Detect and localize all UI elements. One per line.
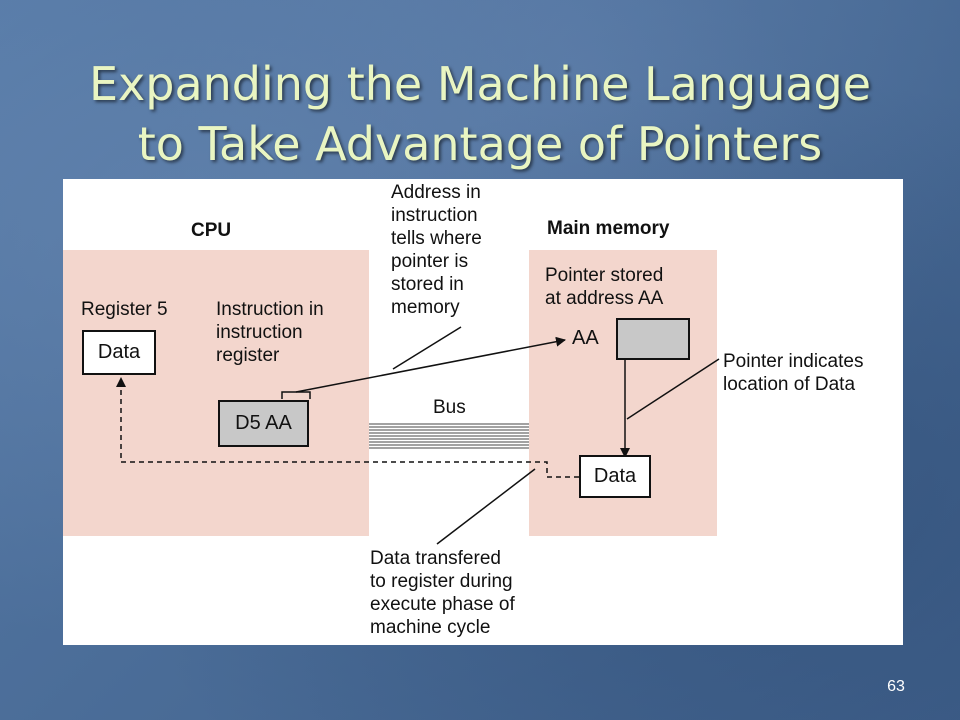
pointer-callout-line (626, 358, 720, 420)
register-5-box: Data (82, 330, 156, 375)
address-callout: Address in instruction tells where point… (391, 182, 482, 318)
instruction-register-box: D5 AA (218, 400, 309, 447)
slide-title-line-1: Expanding the Machine Language (88, 57, 872, 111)
main-memory-heading: Main memory (547, 218, 670, 239)
slide-number: 63 (887, 678, 905, 695)
bus-lines (369, 423, 529, 449)
address-callout-line (392, 326, 462, 370)
pointer-diagram: CPU Main memory Register 5 Data Instruct… (63, 179, 903, 645)
instruction-label: Instruction in instruction register (216, 299, 324, 366)
bus-label: Bus (433, 397, 466, 418)
memory-data-box: Data (579, 455, 651, 498)
diagram-connectors (116, 326, 720, 545)
transfer-path (116, 377, 579, 478)
transfer-callout: Data transfered to register during execu… (370, 548, 515, 638)
pointer-stored-label: Pointer stored at address AA (545, 265, 664, 309)
cpu-panel (63, 250, 369, 536)
address-field-bracket (281, 391, 311, 399)
slide-title: Expanding the Machine Language to Take A… (0, 54, 960, 174)
register-label: Register 5 (81, 299, 168, 320)
pointer-callout: Pointer indicates location of Data (723, 351, 864, 395)
cpu-heading: CPU (191, 220, 232, 241)
transfer-callout-line (436, 468, 536, 545)
pointer-cell (616, 318, 690, 360)
slide-title-line-2: to Take Advantage of Pointers (137, 117, 823, 171)
address-arrow (295, 336, 566, 393)
address-aa-label: AA (572, 327, 599, 349)
